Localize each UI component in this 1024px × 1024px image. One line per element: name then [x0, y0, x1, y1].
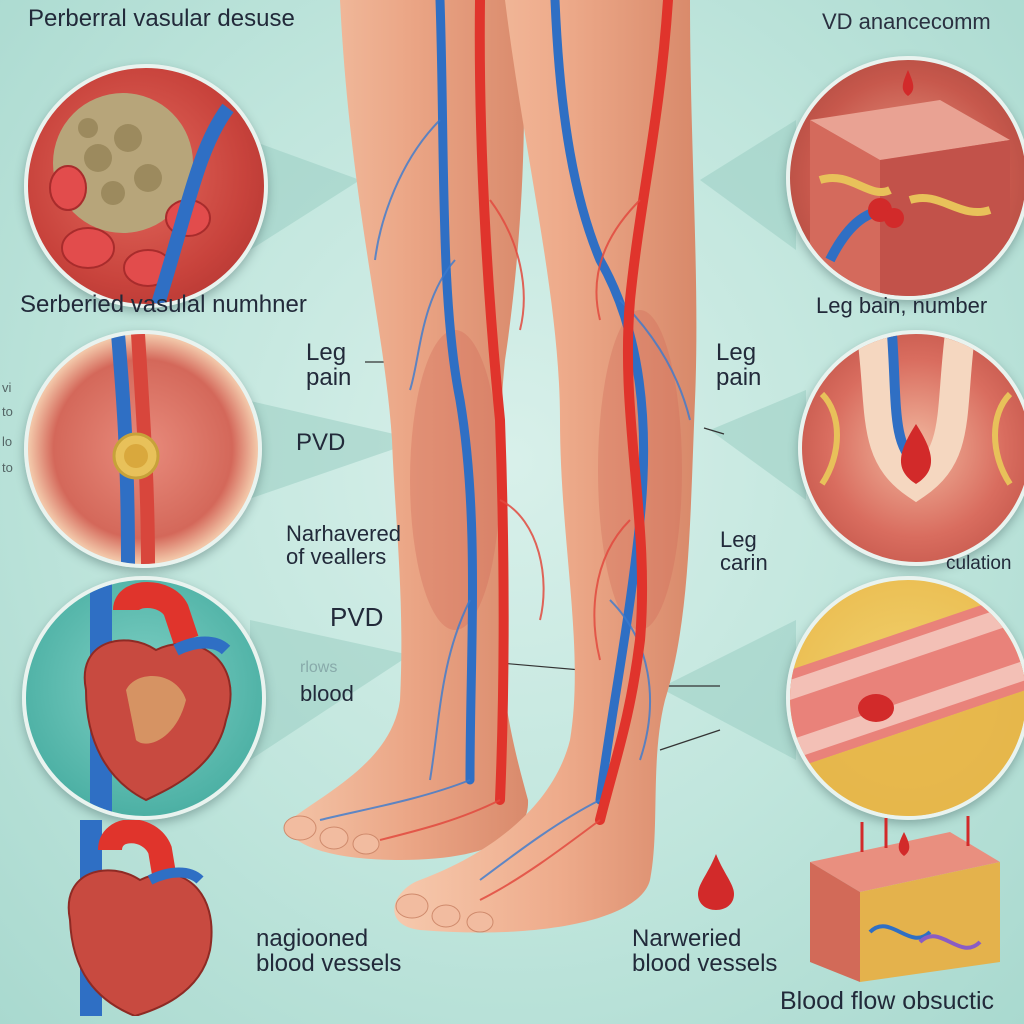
leg-pain-label-right: Leg pain	[716, 339, 762, 392]
blocked-vessel-circle	[24, 330, 262, 568]
edge-fragment: lo	[2, 434, 13, 449]
pvd-label: PVD	[296, 429, 346, 456]
heart-illustration	[67, 820, 213, 1016]
leg-calm-label: Leg carin	[720, 527, 768, 576]
title-left: Perberral vasular desuse	[28, 5, 295, 32]
blood-label: blood	[300, 681, 354, 706]
clot-vessel-circle	[798, 330, 1024, 566]
caption-right: Leg bain, number	[816, 293, 988, 318]
narrowed-vessels-bottom-right: Narweried blood vessels	[632, 925, 778, 978]
leg-pain-label: Leg pain	[306, 339, 352, 392]
narrowed-vessels-bottom-left: nagiooned blood vessels	[256, 925, 402, 978]
edge-fragment: to	[2, 460, 13, 475]
blood-faded-label: rlows	[300, 659, 338, 676]
blood-flow-label: Blood flow obsuctic	[780, 987, 995, 1015]
title-right: VD anancecomm	[822, 9, 991, 34]
skin-block-illustration	[810, 816, 1000, 982]
caption-left: Serberied vasulal numhner	[20, 291, 307, 318]
edge-fragment: vi	[2, 380, 12, 395]
pvd-label-2: PVD	[330, 602, 384, 632]
narrowed-vessels-label: Narhavered of veallers	[286, 521, 401, 570]
plaque-artery-circle	[24, 64, 268, 308]
tissue-block-circle	[786, 56, 1024, 300]
edge-fragment: to	[2, 404, 13, 419]
heart-circle	[22, 576, 266, 820]
circulation-fragment-label: culation	[946, 553, 1012, 574]
blood-drop-icon	[698, 854, 734, 910]
artery-wall-circle	[786, 576, 1024, 820]
